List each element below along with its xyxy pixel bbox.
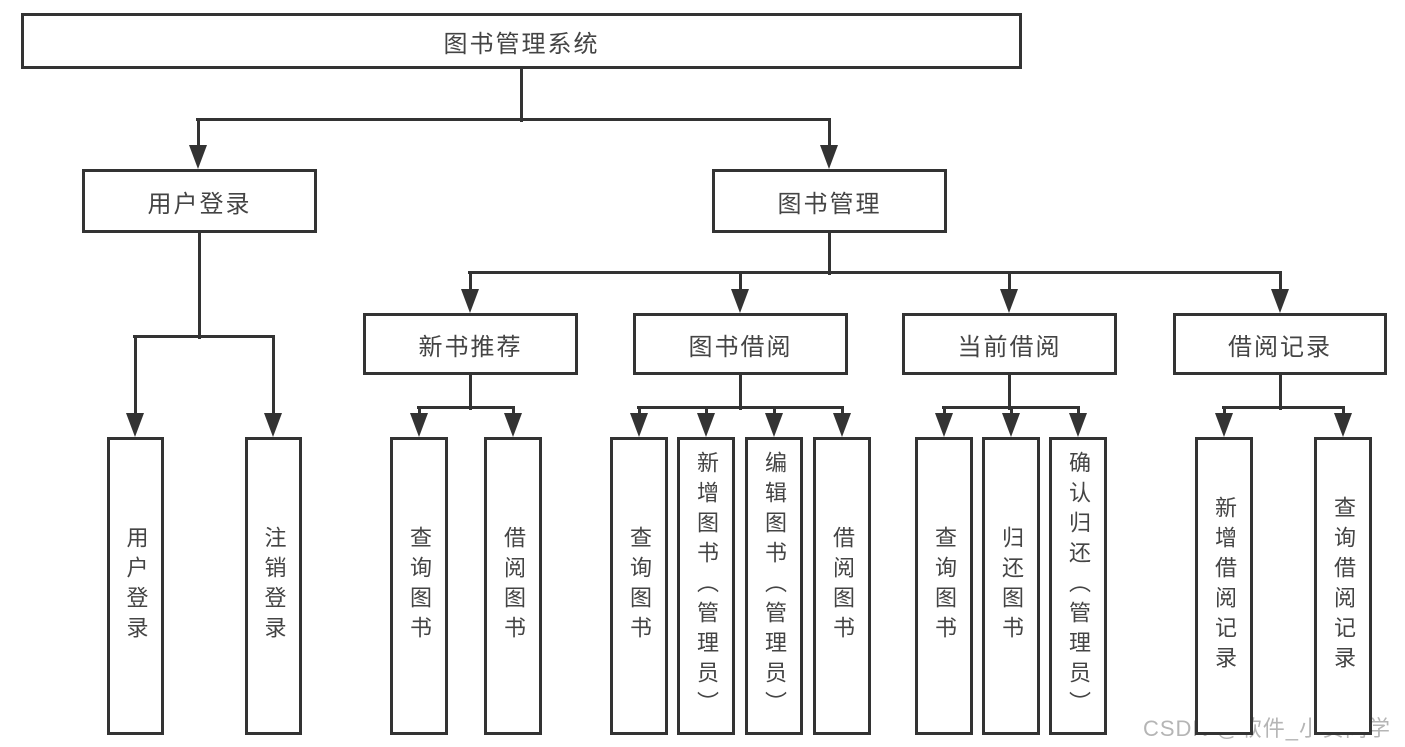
- node-label: 查询借阅记录: [1331, 496, 1356, 676]
- node-confirm-return-admin: 确认归还（管理员）: [1049, 437, 1107, 735]
- node-label: 借阅图书: [501, 526, 526, 646]
- connector-vline-0: [519, 69, 523, 122]
- node-borrow-record: 借阅记录: [1173, 313, 1387, 375]
- node-label: 编辑图书（管理员）: [762, 451, 787, 721]
- arrow-down-icon-17: [1215, 413, 1233, 437]
- arrow-down-icon-15: [1002, 413, 1020, 437]
- node-label: 新增借阅记录: [1212, 496, 1237, 676]
- node-add-borrow-rec: 新增借阅记录: [1195, 437, 1253, 735]
- arrow-down-icon-11: [697, 413, 715, 437]
- node-label: 归还图书: [999, 526, 1024, 646]
- arrow-stem-6: [133, 336, 137, 417]
- arrow-down-icon-8: [410, 413, 428, 437]
- arrow-stem-14: [942, 407, 946, 417]
- node-book-borrow: 图书借阅: [633, 313, 848, 375]
- arrow-stem-15: [1009, 407, 1013, 417]
- arrow-down-icon-4: [1000, 289, 1018, 313]
- arrow-down-icon-13: [833, 413, 851, 437]
- arrow-down-icon-18: [1334, 413, 1352, 437]
- node-label: 查询图书: [627, 526, 652, 646]
- node-borrow-book-borrow: 借阅图书: [813, 437, 871, 735]
- node-query-borrow-rec: 查询借阅记录: [1314, 437, 1372, 735]
- node-label: 当前借阅: [957, 333, 1062, 361]
- node-label: 图书管理: [777, 190, 882, 218]
- node-label: 查询图书: [932, 526, 957, 646]
- node-new-book-rec: 新书推荐: [363, 313, 578, 375]
- arrow-down-icon-1: [820, 145, 838, 169]
- connector-hline-1: [133, 334, 275, 338]
- node-label: 图书借阅: [688, 333, 793, 361]
- arrow-down-icon-10: [630, 413, 648, 437]
- node-borrow-book-rec: 借阅图书: [484, 437, 542, 735]
- arrow-down-icon-9: [504, 413, 522, 437]
- arrow-stem-4: [1007, 272, 1011, 293]
- connector-hline-0: [196, 117, 831, 121]
- connector-vline-5: [1007, 375, 1011, 410]
- connector-hline-3: [417, 405, 515, 409]
- connector-vline-3: [468, 375, 472, 410]
- node-logout-op: 注销登录: [245, 437, 302, 735]
- arrow-down-icon-16: [1069, 413, 1087, 437]
- arrow-down-icon-6: [126, 413, 144, 437]
- arrow-down-icon-2: [461, 289, 479, 313]
- node-label: 图书管理系统: [443, 30, 600, 58]
- arrow-stem-3: [738, 272, 742, 293]
- arrow-stem-13: [840, 407, 844, 417]
- node-label: 借阅记录: [1228, 333, 1332, 361]
- node-user-login: 用户登录: [82, 169, 317, 233]
- connector-vline-1: [197, 233, 201, 339]
- arrow-stem-12: [772, 407, 776, 417]
- arrow-stem-17: [1222, 407, 1226, 417]
- node-label: 新增图书（管理员）: [694, 451, 719, 721]
- arrow-stem-1: [827, 119, 831, 149]
- node-return-book: 归还图书: [982, 437, 1040, 735]
- node-user-login-op: 用户登录: [107, 437, 164, 735]
- arrow-stem-5: [1278, 272, 1282, 293]
- arrow-stem-8: [417, 407, 421, 417]
- node-current-borrow: 当前借阅: [902, 313, 1117, 375]
- connector-vline-6: [1278, 375, 1282, 410]
- arrow-down-icon-0: [189, 145, 207, 169]
- arrow-stem-0: [196, 119, 200, 149]
- arrow-stem-9: [511, 407, 515, 417]
- arrow-stem-18: [1341, 407, 1345, 417]
- node-add-book-admin: 新增图书（管理员）: [677, 437, 735, 735]
- node-query-book-borrow: 查询图书: [610, 437, 668, 735]
- node-label: 查询图书: [407, 526, 432, 646]
- arrow-stem-2: [468, 272, 472, 293]
- node-label: 确认归还（管理员）: [1066, 451, 1091, 721]
- arrow-down-icon-3: [731, 289, 749, 313]
- node-label: 借阅图书: [830, 526, 855, 646]
- arrow-stem-7: [271, 336, 275, 417]
- node-book-mgmt: 图书管理: [712, 169, 947, 233]
- arrow-stem-10: [637, 407, 641, 417]
- node-label: 注销登录: [261, 526, 287, 646]
- node-edit-book-admin: 编辑图书（管理员）: [745, 437, 803, 735]
- arrow-stem-16: [1076, 407, 1080, 417]
- connector-hline-6: [1222, 405, 1345, 409]
- arrow-stem-11: [704, 407, 708, 417]
- node-label: 用户登录: [123, 526, 149, 646]
- connector-hline-4: [637, 405, 844, 409]
- arrow-down-icon-12: [765, 413, 783, 437]
- arrow-down-icon-7: [264, 413, 282, 437]
- node-label: 新书推荐: [418, 333, 523, 361]
- arrow-down-icon-5: [1271, 289, 1289, 313]
- connector-vline-4: [738, 375, 742, 410]
- node-query-book-rec: 查询图书: [390, 437, 448, 735]
- connector-vline-2: [827, 233, 831, 275]
- connector-hline-2: [468, 270, 1282, 274]
- node-label: 用户登录: [147, 190, 252, 218]
- node-root: 图书管理系统: [21, 13, 1022, 69]
- node-query-book-current: 查询图书: [915, 437, 973, 735]
- arrow-down-icon-14: [935, 413, 953, 437]
